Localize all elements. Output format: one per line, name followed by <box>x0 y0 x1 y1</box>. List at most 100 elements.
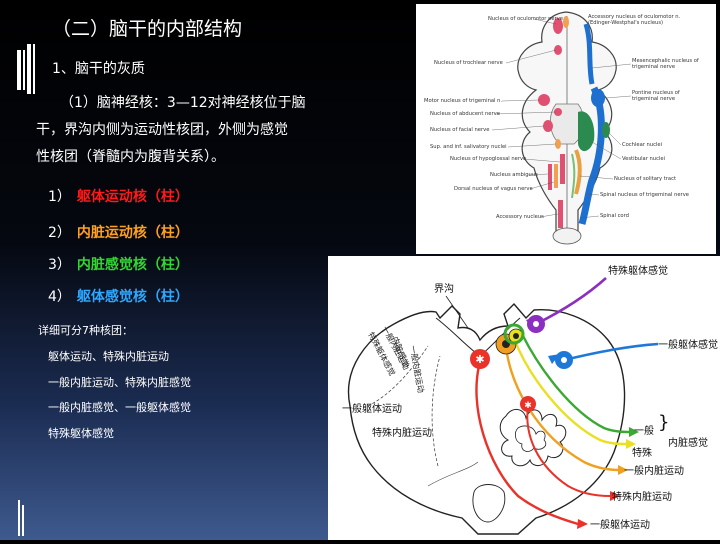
label: Nucleus of oculomotor nerve <box>488 16 563 22</box>
special-label: 特殊 <box>632 446 652 459</box>
right-labels: Accessory nucleus of oculomotor n. (Edin… <box>579 14 699 219</box>
special-visceral-sensory-fiber <box>512 337 629 446</box>
para-line: 性核团（脊髓内为腹背关系）。 <box>36 149 225 165</box>
decorative-bar <box>17 50 21 90</box>
cochlear-nuclei <box>602 122 610 138</box>
svg-text:✱: ✱ <box>475 353 484 366</box>
inferior-olive <box>499 409 567 467</box>
general-label: 一般 <box>634 424 654 437</box>
general-visceral-motor-fiber <box>504 345 621 472</box>
label: Pontine nucleus of <box>632 90 680 96</box>
svg-text:✱: ✱ <box>524 401 532 411</box>
nucleus-item-4: 4）躯体感觉核（柱） <box>48 289 189 305</box>
label: Mesencephalic nucleus of <box>632 58 699 64</box>
pyramid <box>472 484 506 523</box>
nucleus-item-label: 躯体感觉核（柱） <box>76 289 189 305</box>
brainstem-nuclei-figure: Nucleus of oculomotor nerve Nucleus of t… <box>416 4 716 254</box>
abducent-nucleus <box>554 108 562 116</box>
dashed-line <box>431 355 441 467</box>
label: Nucleus of abducent nerve <box>430 111 500 117</box>
nucleus-item-label: 内脏运动核（柱） <box>76 225 189 241</box>
salivatory-nucleus <box>555 139 561 149</box>
detail-line: 特殊躯体感觉 <box>48 427 114 440</box>
dorsal-vagus-nucleus <box>554 164 558 188</box>
detail-heading: 详细可分7种核团： <box>38 324 133 337</box>
pontine-trigeminal <box>591 89 605 107</box>
label: Spinal nucleus of trigeminal nerve <box>600 192 689 198</box>
para-line: 干，界沟内侧为运动性核团，外侧为感觉 <box>36 122 288 138</box>
label: Cochlear nuclei <box>622 142 662 148</box>
detail-line: 一般内脏感觉、一般躯体感觉 <box>48 401 191 414</box>
label: Nucleus of solitary tract <box>614 176 676 182</box>
tract-fibers <box>427 461 479 487</box>
solitary-tract-nucleus <box>574 149 582 195</box>
general-somatic-motor-fiber <box>475 361 579 526</box>
arrowhead <box>577 519 588 529</box>
label: Nucleus of trochlear nerve <box>434 60 503 66</box>
edinger-westphal-nucleus <box>563 16 569 28</box>
label: trigeminal nerve <box>632 96 675 102</box>
facial-nucleus <box>543 120 553 132</box>
general-visceral-sensory-nucleus <box>503 323 525 345</box>
decorative-bar <box>27 44 31 94</box>
accessory-nucleus <box>558 200 563 228</box>
general-somatic-sensory-label: 一般躯体感觉 <box>658 338 718 351</box>
special-visceral-motor-nucleus <box>520 396 536 412</box>
nucleus-item-label: 躯体运动核（柱） <box>76 189 189 205</box>
general-somatic-sensory-fiber <box>563 342 659 362</box>
nucleus-item-2: 2）内脏运动核（柱） <box>48 225 189 241</box>
decorative-bar <box>18 500 20 536</box>
oculomotor-nucleus <box>553 18 563 34</box>
left-somatic-motor-label: 一般躯体运动 <box>342 402 402 415</box>
inferior-olive-inner <box>514 425 547 452</box>
general-somatic-motor-nucleus <box>470 349 490 369</box>
detail-line: 躯体运动、特殊内脏运动 <box>48 350 169 363</box>
dashed-line <box>367 345 429 407</box>
nucleus-item-1: 1）躯体运动核（柱） <box>48 189 189 205</box>
decorative-bar <box>22 505 24 536</box>
label: Sup. and inf. salivatory nuclei <box>430 144 507 150</box>
solitary-tract-nucleus-2 <box>571 153 576 199</box>
mesencephalic-trigeminal <box>583 23 595 85</box>
trigeminal-motor-nucleus <box>538 94 550 106</box>
special-visceral-motor-label: 特殊内脏运动 <box>612 490 672 503</box>
visceral-sensory-label: 内脏感觉 <box>668 436 708 449</box>
general-somatic-motor-label: 一般躯体运动 <box>590 518 650 531</box>
arrowhead <box>618 465 628 475</box>
decorative-bar <box>23 50 25 90</box>
label: Accessory nucleus of oculomotor n. <box>588 14 681 20</box>
detail-line: 一般内脏运动、特殊内脏感觉 <box>48 376 191 389</box>
label: Spinal cord <box>600 213 629 219</box>
slide-title: （二）脑干的内部结构 <box>52 18 243 40</box>
general-visceral-sensory-fiber <box>520 333 633 434</box>
arrowhead <box>626 439 636 449</box>
label: trigeminal nerve <box>632 64 675 70</box>
vestibular-nuclei <box>578 111 595 152</box>
nucleus-ambiguus <box>548 164 552 190</box>
arrowhead <box>629 427 639 437</box>
spinal-trigeminal <box>578 86 605 225</box>
nuclei-column-diagram: ✱ ✱ 界沟 一般躯体运动 特殊内脏运动 特殊躯体感觉 一般躯体感觉 一般 特殊 <box>328 256 720 540</box>
left-labels: Nucleus of oculomotor nerve Nucleus of t… <box>424 16 563 220</box>
decorative-bar <box>33 44 35 94</box>
nucleus-item-label: 内脏感觉核（柱） <box>76 257 189 273</box>
spinal-cord-bulb <box>552 227 582 245</box>
trochlear-nucleus <box>554 45 562 55</box>
label: Vestibular nuclei <box>622 156 665 162</box>
label: Nucleus ambiguus <box>490 172 538 178</box>
label: (Edinger-Westphal's nucleus) <box>588 20 663 26</box>
slide-subtitle: 1、脑干的灰质 <box>52 61 145 77</box>
label: Motor nucleus of trigeminal n. <box>424 98 502 104</box>
label: Dorsal nucleus of vagus nerve <box>454 186 533 192</box>
special-somatic-sensory-label: 特殊躯体感觉 <box>608 264 668 277</box>
left-visceral-motor-label: 特殊内脏运动 <box>372 426 432 439</box>
label: Accessory nucleus <box>496 214 544 220</box>
general-visceral-motor-label: 一般内脏运动 <box>624 464 684 477</box>
description-paragraph: （1）脑神经核：3—12对神经核位于脑 干，界沟内侧为运动性核团，外侧为感觉 性… <box>36 90 328 171</box>
brace-symbol: } <box>658 412 669 433</box>
nuclei-column-svg: ✱ ✱ 界沟 一般躯体运动 特殊内脏运动 特殊躯体感觉 一般躯体感觉 一般 特殊 <box>342 264 718 535</box>
label: Nucleus of facial nerve <box>430 127 489 133</box>
special-visceral-motor-fiber <box>526 405 611 497</box>
para-line: （1）脑神经核：3—12对神经核位于脑 <box>60 95 306 111</box>
hypoglossal-nucleus <box>560 154 565 184</box>
